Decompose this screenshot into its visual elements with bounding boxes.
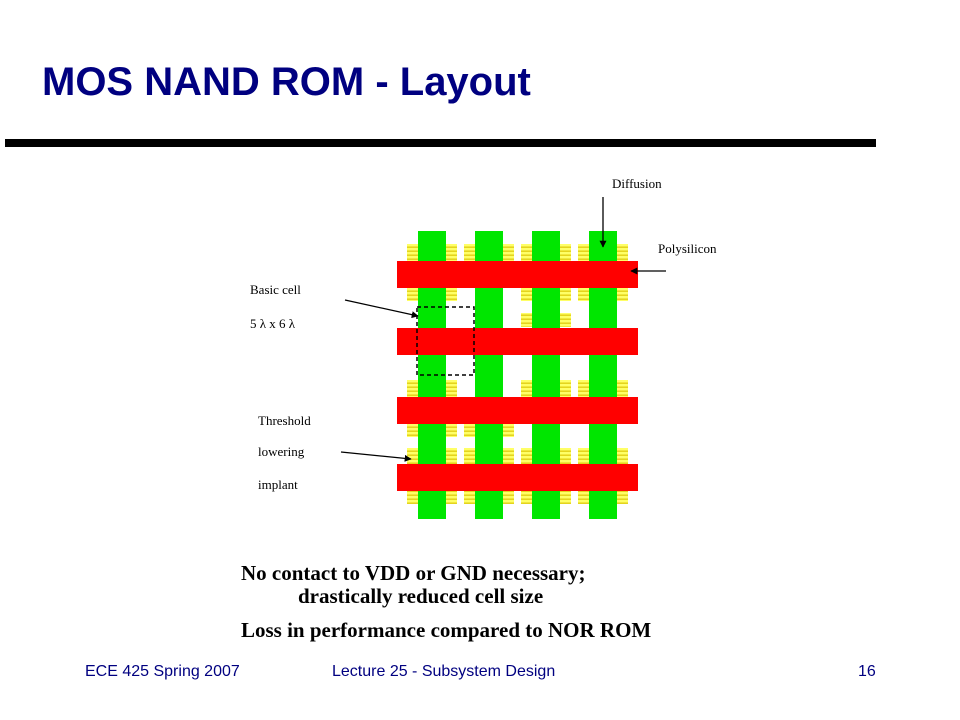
footer-course: ECE 425 Spring 2007 <box>85 663 240 680</box>
diagram-arrows <box>340 197 666 462</box>
poly-strip <box>397 397 638 424</box>
implant-arrow <box>340 451 412 462</box>
diffusion-label: Diffusion <box>612 176 662 191</box>
polysilicon-label: Polysilicon <box>658 241 717 256</box>
poly-strip <box>397 328 638 355</box>
note-no-contact: No contact to VDD or GND necessary; <box>241 561 586 585</box>
threshold-label-line1: Threshold <box>258 413 311 428</box>
slide-title: MOS NAND ROM - Layout <box>42 60 531 104</box>
threshold-label-line3: implant <box>258 477 298 492</box>
poly-strip <box>397 261 638 288</box>
footer-page-number: 16 <box>858 663 876 680</box>
title-rule <box>5 139 876 147</box>
threshold-label-line2: lowering <box>258 444 305 459</box>
polysilicon-rows <box>397 261 638 491</box>
basic-cell-arrow <box>344 299 419 319</box>
basic-cell-size-label: 5 λ x 6 λ <box>250 316 296 331</box>
footer-lecture: Lecture 25 - Subsystem Design <box>332 663 556 680</box>
basic-cell-outline <box>416 306 475 376</box>
poly-strip <box>397 464 638 491</box>
note-performance-loss: Loss in performance compared to NOR ROM <box>241 618 652 642</box>
note-reduced-cell-size: drastically reduced cell size <box>298 584 544 608</box>
basic-cell-label: Basic cell <box>250 282 301 297</box>
